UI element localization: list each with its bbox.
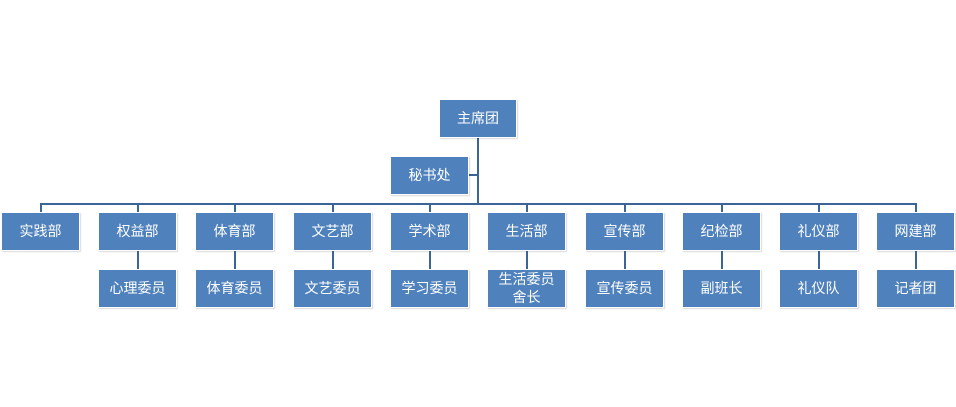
- node-department: 文艺部: [293, 212, 372, 251]
- node-department: 体育部: [195, 212, 274, 251]
- node-sub-role: 文艺委员: [293, 269, 372, 308]
- connector-dept-drop: [234, 203, 236, 212]
- node-department: 宣传部: [585, 212, 664, 251]
- node-department: 实践部: [1, 212, 80, 251]
- connector-dept-drop: [40, 203, 42, 212]
- connector-dept-drop: [137, 203, 139, 212]
- connector-sub: [624, 251, 626, 269]
- node-sub-role: 礼仪队: [779, 269, 858, 308]
- node-sub-role: 体育委员: [195, 269, 274, 308]
- connector-sub: [234, 251, 236, 269]
- node-department: 权益部: [98, 212, 177, 251]
- connector-horizontal-bus: [40, 203, 916, 205]
- connector-dept-drop: [624, 203, 626, 212]
- connector-sub: [915, 251, 917, 269]
- connector-sub: [721, 251, 723, 269]
- node-department: 学术部: [390, 212, 469, 251]
- connector-sub: [332, 251, 334, 269]
- node-sub-role: 学习委员: [390, 269, 469, 308]
- connector-dept-drop: [818, 203, 820, 212]
- connector-sub: [429, 251, 431, 269]
- node-sub-role: 生活委员 舍长: [487, 269, 566, 308]
- node-sub-role: 宣传委员: [585, 269, 664, 308]
- node-sub-role: 副班长: [682, 269, 761, 308]
- connector-dept-drop: [721, 203, 723, 212]
- connector-sub: [818, 251, 820, 269]
- connector-assistant: [468, 174, 478, 176]
- node-assistant: 秘书处: [390, 156, 469, 195]
- connector-sub: [137, 251, 139, 269]
- node-root: 主席团: [439, 99, 517, 138]
- node-department: 网建部: [876, 212, 955, 251]
- connector-root-vertical: [477, 137, 479, 204]
- node-department: 生活部: [487, 212, 566, 251]
- node-sub-role: 心理委员: [98, 269, 177, 308]
- connector-dept-drop: [332, 203, 334, 212]
- connector-dept-drop: [526, 203, 528, 212]
- node-department: 礼仪部: [779, 212, 858, 251]
- connector-dept-drop: [915, 203, 917, 212]
- connector-dept-drop: [429, 203, 431, 212]
- node-sub-role: 记者团: [876, 269, 955, 308]
- node-department: 纪检部: [682, 212, 761, 251]
- connector-sub: [526, 251, 528, 269]
